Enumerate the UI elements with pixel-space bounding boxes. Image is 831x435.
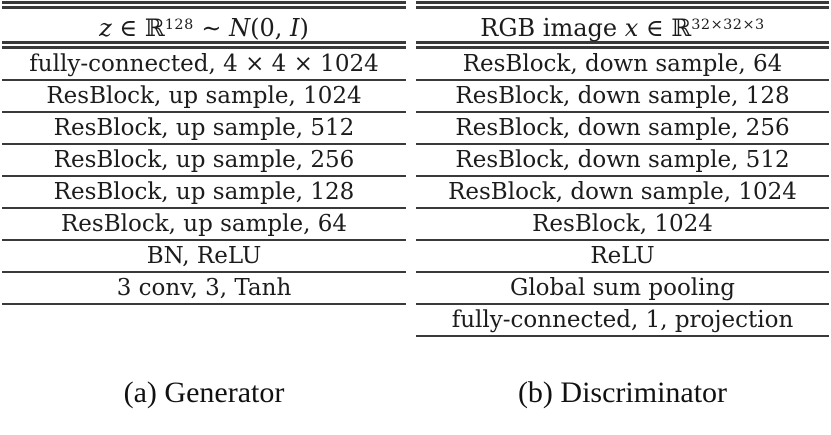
table-row: ResBlock, down sample, 64 [416, 49, 829, 81]
table-row: ResBlock, 1024 [416, 209, 829, 241]
header-math-segment: ℝ [144, 14, 165, 42]
header-math-segment: x [624, 14, 639, 42]
table-row: ResBlock, up sample, 64 [2, 209, 406, 241]
header-math-segment: , [274, 14, 291, 42]
caption-generator: (a) Generator [123, 376, 285, 409]
table-row: Global sum pooling [416, 273, 829, 305]
table-row: BN, ReLU [2, 241, 406, 273]
table-row: ReLU [416, 241, 829, 273]
header-math-segment: ∼ [193, 14, 230, 42]
table-row: fully-connected, 4 × 4 × 1024 [2, 49, 406, 81]
header-math-segment: 128 [164, 17, 194, 33]
discriminator-architecture-table: RGB image x ∈ ℝ32×32×3 ResBlock, down sa… [416, 1, 829, 337]
table-row: ResBlock, up sample, 256 [2, 145, 406, 177]
header-math-segment: N [229, 14, 251, 42]
table-row: fully-connected, 1, projection [416, 305, 829, 337]
header-math-segment: ∈ [638, 14, 672, 42]
generator-architecture-table: z ∈ ℝ128 ∼ N(0, I) fully-connected, 4 × … [2, 1, 406, 305]
table-row: ResBlock, down sample, 1024 [416, 177, 829, 209]
table-row: ResBlock, up sample, 128 [2, 177, 406, 209]
header-math-segment: I [290, 14, 300, 42]
header-math-segment: ℝ [671, 14, 692, 42]
generator-table-header-row: z ∈ ℝ128 ∼ N(0, I) [2, 9, 406, 49]
table-row: ResBlock, down sample, 512 [416, 145, 829, 177]
discriminator-table-header-row: RGB image x ∈ ℝ32×32×3 [416, 9, 829, 49]
header-math-segment: ) [299, 14, 309, 42]
table-row: ResBlock, down sample, 256 [416, 113, 829, 145]
table-row: 3 conv, 3, Tanh [2, 273, 406, 305]
header-math-segment: RGB image [480, 14, 625, 42]
header-math-segment: z [99, 14, 112, 42]
table-row: ResBlock, up sample, 512 [2, 113, 406, 145]
header-math-segment: (0 [250, 14, 275, 42]
table-row: ResBlock, up sample, 1024 [2, 81, 406, 113]
caption-discriminator: (b) Discriminator [517, 376, 728, 409]
table-row: ResBlock, down sample, 128 [416, 81, 829, 113]
header-math-segment: ∈ [111, 14, 145, 42]
header-math-segment: 32×32×3 [691, 17, 765, 33]
